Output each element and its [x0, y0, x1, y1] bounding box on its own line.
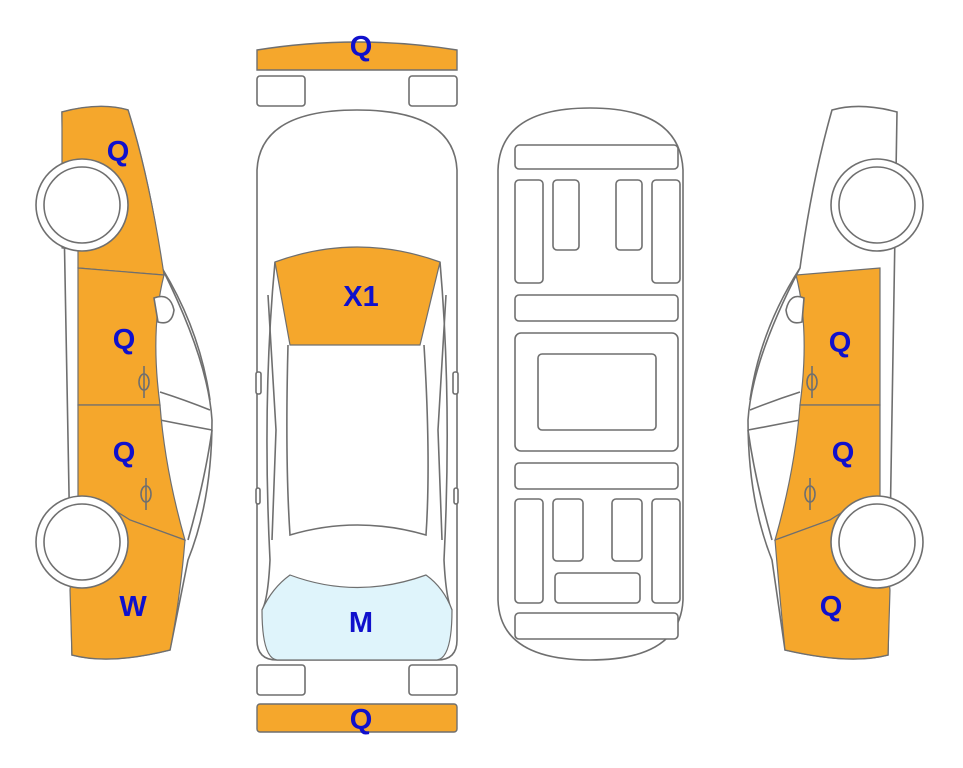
right-front-handle-icon — [806, 366, 818, 398]
underside-front-left-rail — [514, 179, 544, 284]
hood-label: X1 — [343, 281, 378, 313]
top-left-door-line — [267, 294, 277, 541]
left-rear-door-label: Q — [113, 437, 136, 469]
underside-front-inner-right — [615, 179, 643, 251]
underside-mid-bar-1 — [514, 294, 679, 322]
left-rear-wheel-inner — [43, 503, 121, 581]
rear-left-taillight — [256, 664, 306, 696]
right-rear-glass-line — [747, 419, 801, 431]
top-left-mirror — [255, 371, 262, 395]
rear-bumper-group: Q — [256, 664, 458, 736]
left-rear-window-line — [187, 429, 213, 541]
front-bumper-label: Q — [350, 31, 373, 63]
front-bumper-panel[interactable] — [256, 41, 458, 71]
top-right-door-line — [437, 294, 447, 541]
right-side-view: Q Q Q — [747, 105, 924, 660]
underside-center-panel — [537, 353, 657, 431]
underside-front-bar — [514, 144, 679, 170]
top-roof-line — [286, 344, 429, 537]
left-front-door-label: Q — [113, 324, 136, 356]
top-view: X1 M — [255, 109, 459, 661]
underside-view — [497, 107, 684, 661]
underside-front-right-rail — [651, 179, 681, 284]
top-left-handle — [255, 487, 261, 505]
right-front-door-label: Q — [829, 327, 852, 359]
right-rear-quarter-label: Q — [820, 591, 843, 623]
underside-rear-cross — [554, 572, 641, 604]
left-window-line — [159, 391, 211, 411]
rear-bumper-panel[interactable] — [256, 703, 458, 733]
front-left-headlight — [256, 75, 306, 107]
right-window-line — [749, 391, 801, 411]
underside-rear-right-rail — [651, 498, 681, 604]
left-front-wheel-inner — [43, 166, 121, 244]
underside-rear-inner-right — [611, 498, 643, 562]
rear-window-panel[interactable] — [261, 574, 453, 661]
left-front-handle-icon — [138, 366, 150, 398]
underside-mid-bar-2 — [514, 462, 679, 490]
front-bumper-group: Q — [256, 31, 458, 107]
underside-rear-inner-left — [552, 498, 584, 562]
left-rear-quarter-label: W — [119, 591, 147, 623]
underside-rear-left-rail — [514, 498, 544, 604]
right-rear-window-line — [747, 429, 773, 541]
left-side-view: Q Q Q W — [35, 105, 213, 660]
underside-rear-bar — [514, 612, 679, 640]
underside-front-inner-left — [552, 179, 580, 251]
rear-right-taillight — [408, 664, 458, 696]
right-windshield-line — [749, 267, 801, 401]
right-front-wheel-inner — [838, 166, 916, 244]
rear-window-label: M — [349, 607, 373, 639]
rear-bumper-label: Q — [350, 704, 373, 736]
right-rear-door-label: Q — [832, 437, 855, 469]
left-rear-handle-icon — [140, 478, 152, 510]
right-mirror — [785, 295, 805, 324]
left-windshield-line — [161, 267, 211, 401]
hood-panel[interactable] — [274, 246, 441, 346]
front-right-headlight — [408, 75, 458, 107]
left-front-fender-label: Q — [107, 136, 130, 168]
right-rear-wheel-inner — [838, 503, 916, 581]
top-body-outline — [256, 109, 458, 661]
top-right-handle — [453, 487, 459, 505]
right-rear-handle-icon — [804, 478, 816, 510]
top-right-mirror — [452, 371, 459, 395]
left-rear-glass-line — [159, 419, 213, 431]
left-mirror — [153, 295, 175, 324]
